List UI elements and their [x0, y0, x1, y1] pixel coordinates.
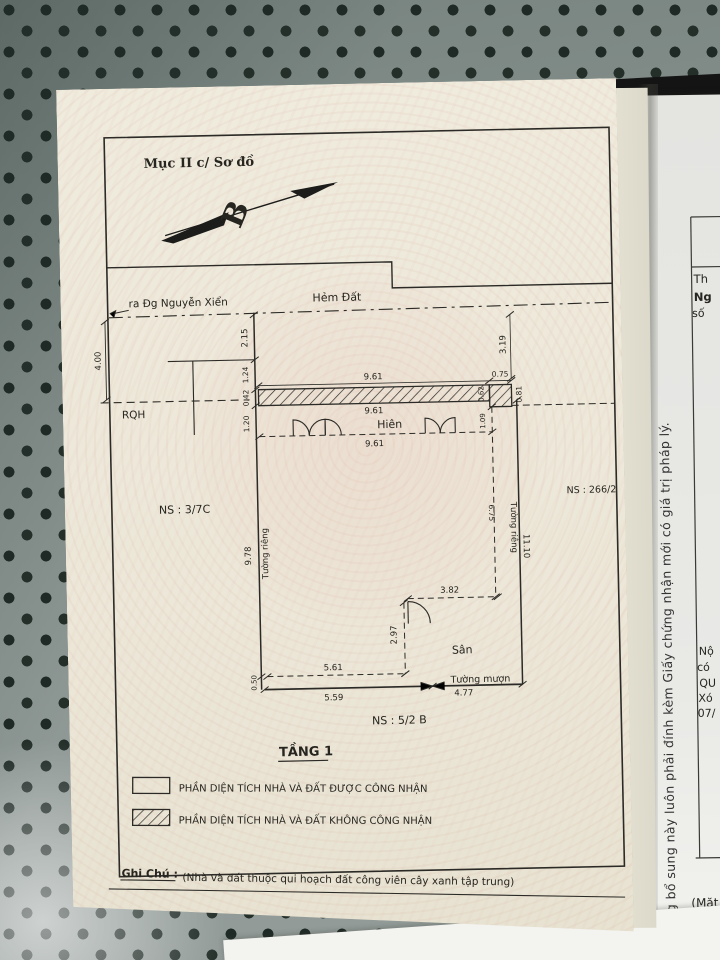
yard-top-dashed	[408, 597, 498, 599]
hatched-strip	[258, 385, 489, 406]
dim-front-offset: 2.15	[240, 328, 250, 347]
dim-line	[105, 322, 107, 400]
boundary-dashed-ext	[512, 403, 615, 405]
dim-strip-width-top: 9.61	[364, 372, 383, 382]
dim-right-wall: 11.10	[520, 534, 531, 559]
dim-strip-right-inner: 0.62	[477, 386, 485, 402]
neighbor-line	[168, 360, 255, 362]
supplement-fragment: 07/	[698, 707, 716, 720]
supplement-fragment: QU	[699, 677, 716, 690]
dim-alley-left: 4.00	[94, 351, 104, 370]
rqh-label: RQH	[122, 409, 146, 421]
dim-alley-right: 3.19	[498, 335, 508, 354]
legend-swatch-plain	[133, 777, 170, 793]
north-letter: B	[215, 196, 257, 233]
top-boundary-line	[107, 257, 612, 294]
plan-lines	[98, 257, 621, 693]
table-line	[695, 856, 720, 859]
yard-bottom-dashed	[267, 674, 405, 677]
dim-porch-right: 1.09	[479, 413, 487, 429]
document-frame	[104, 127, 624, 876]
supplement-fragment: Th	[693, 272, 709, 286]
private-wall-right-label: Tường riêng	[508, 501, 520, 553]
dim-strip-left: 0.42	[241, 389, 250, 406]
neighbor-wall	[193, 361, 195, 435]
neighbor-right-label: NS : 266/2	[566, 484, 616, 496]
dim-left-wall: 9.78	[244, 546, 254, 565]
table-line	[691, 265, 720, 268]
dim-bottom-left: 5.59	[324, 693, 343, 703]
left-wall	[254, 313, 262, 690]
dimension-ticks	[101, 302, 527, 697]
table-line	[690, 215, 720, 218]
hatched-strip-right	[489, 384, 511, 406]
dim-yard-bottom: 5.61	[324, 663, 343, 673]
dim-left-gap: 0.50	[250, 675, 258, 691]
right-inner-dashed-wall	[492, 407, 496, 597]
bottom-boundary	[265, 684, 523, 689]
dim-line	[510, 314, 511, 378]
legend-swatch-hatched	[133, 809, 170, 825]
alley-centerline	[109, 302, 613, 318]
porch-front-line	[259, 432, 492, 437]
supplement-fragment: có	[697, 661, 710, 674]
dim-right-inner-wall: 6.75	[487, 504, 496, 521]
note-text: (Nhà và đất thuộc qui hoạch đất công viê…	[182, 872, 514, 889]
supplement-fragment: số	[692, 307, 705, 320]
supplement-page: Th Ng số Nộ có QU Xó 07/ (Mặt s Trang bổ…	[640, 94, 720, 948]
door-swing-arcs	[293, 417, 459, 626]
dim-strip-right-h: 0.81	[514, 386, 523, 403]
yard-label: Sân	[452, 643, 473, 656]
dim-porch-left: 1.20	[242, 415, 251, 432]
certificate-page: Mục II c/ Sơ đồ B	[56, 78, 634, 952]
alley-label: Hẻm Đất	[312, 291, 362, 305]
site-plan-drawing: Mục II c/ Sơ đồ B	[58, 77, 666, 951]
neighbor-left-label: NS : 3/7C	[159, 503, 211, 517]
dim-line	[258, 380, 511, 385]
floor-label: TẦNG 1	[279, 741, 333, 760]
street-label: ra Đg Nguyễn Xiển	[128, 295, 228, 310]
note-label-underline	[120, 880, 175, 881]
rqh-line	[101, 400, 250, 403]
private-wall-left-label: Tường riêng	[259, 528, 271, 580]
dim-yard-top: 3.82	[440, 586, 459, 596]
note-label: Ghi Chú :	[121, 867, 178, 881]
legend: PHẦN DIỆN TÍCH NHÀ VÀ ĐẤT ĐƯỢC CÔNG NHẬN…	[133, 777, 433, 827]
right-wall	[517, 400, 523, 684]
legend-label-recognized: PHẦN DIỆN TÍCH NHÀ VÀ ĐẤT ĐƯỢC CÔNG NHẬN	[179, 780, 428, 794]
floor-label-underline	[278, 760, 328, 761]
north-arrow-icon: B	[160, 182, 339, 244]
dim-strip-right: 0.75	[492, 369, 509, 378]
dim-front-small: 1.24	[241, 366, 250, 383]
supplement-fragment: Xó	[698, 692, 713, 705]
supplement-table-lines: Th Ng số Nộ có QU Xó 07/ (Mặt s	[690, 215, 720, 910]
dim-bottom-right: 4.77	[454, 688, 473, 698]
porch-label: Hiên	[377, 418, 402, 432]
supplement-fragment: Ng	[694, 290, 712, 304]
borrowed-wall-label: Tường mượn	[449, 673, 510, 685]
supplement-fragment: Nộ	[699, 645, 714, 658]
note-bottom-rule	[109, 878, 625, 908]
legend-label-not-recognized: PHẦN DIỆN TÍCH NHÀ VÀ ĐẤT KHÔNG CÔNG NHẬ…	[179, 812, 433, 826]
table-line	[690, 216, 701, 858]
section-title: Mục II c/ Sơ đồ	[143, 154, 254, 172]
yard-left-dashed	[404, 603, 405, 674]
neighbor-bottom-label: NS : 5/2 B	[372, 713, 427, 727]
dim-strip-width-low: 9.61	[365, 439, 384, 449]
dim-strip-width-mid: 9.61	[364, 406, 383, 416]
note-block: Ghi Chú : (Nhà và đất thuộc qui hoạch đấ…	[120, 867, 514, 888]
dim-yard-left: 2.97	[389, 625, 399, 644]
